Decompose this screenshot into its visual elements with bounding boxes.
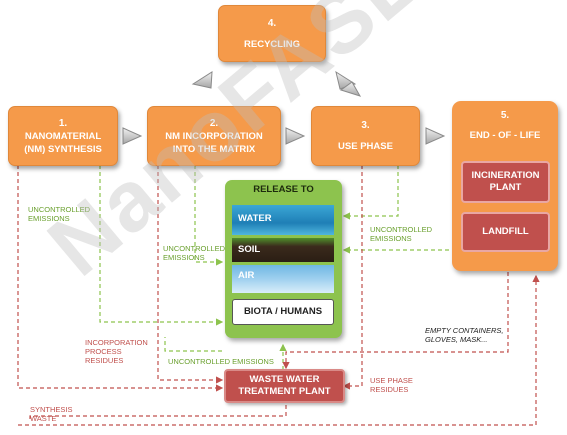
soil-compartment: SOIL [232,238,334,262]
soil-label: SOIL [238,244,261,255]
stage-incorporation: 2. NM INCORPORATION INTO THE MATRIX [147,106,281,166]
eol-label: END - OF - LIFE [469,130,541,141]
air-label: AIR [238,270,255,281]
incineration-plant-box: INCINERATION PLANT [461,161,550,203]
stage-synthesis: 1. NANOMATERIAL (NM) SYNTHESIS [8,106,118,166]
incorporation-label-line1: NM INCORPORATION [165,130,263,142]
biota-humans-label: BIOTA / HUMANS [243,306,323,317]
wwtp-line1: WASTE WATER [249,374,320,385]
wwtp-box: WASTE WATER TREATMENT PLANT [224,369,345,403]
label-line: RESIDUES [370,385,409,394]
label-line: WASTE [30,414,57,423]
use-phase-residues-label: USE PHASE RESIDUES [370,376,413,394]
synthesis-label-line2: (NM) SYNTHESIS [24,143,102,155]
recycling-number: 4. [267,17,277,29]
arrow-synthesis-to-incorporation [122,127,143,145]
label-line: UNCONTROLLED [163,244,226,253]
label-line: GLOVES, MASK... [425,335,488,344]
landfill-box: LANDFILL [461,212,550,252]
incineration-line1: INCINERATION [471,170,540,181]
water-label: WATER [238,213,272,224]
uncontrolled-emissions-label-middle: UNCONTROLLED EMISSIONS [163,244,225,262]
recycling-label: RECYCLING [244,38,300,50]
arrow-recycling-to-use [339,81,362,97]
uncontrolled-emissions-label-bottom: UNCONTROLLED EMISSIONS [168,357,274,366]
wwtp-line2: TREATMENT PLANT [238,386,331,397]
empty-containers-label: EMPTY CONTAINERS, GLOVES, MASK... [425,326,503,344]
incorporation-number: 2. [209,117,219,129]
use-label: USE PHASE [338,141,393,152]
air-compartment: AIR [232,265,334,293]
stage-recycling: 4. RECYCLING [218,5,326,62]
label-line: RESIDUES [85,356,124,365]
arrow-use-to-eol [425,127,446,145]
label-line: UNCONTROLLED [370,225,433,234]
label-line: USE PHASE [370,376,413,385]
uncontrolled-emissions-label-right: UNCONTROLLED EMISSIONS [370,225,432,243]
label-line: SYNTHESIS [30,405,73,414]
label-line: UNCONTROLLED [28,205,91,214]
biota-humans-box: BIOTA / HUMANS [232,299,334,325]
label-line: INCORPORATION [85,338,148,347]
label-line: EMPTY CONTAINERS, [425,326,504,335]
label-line: PROCESS [85,347,122,356]
use-number: 3. [361,120,370,131]
synthesis-number: 1. [58,117,68,129]
release-title: RELEASE TO [253,184,314,195]
eol-number: 5. [500,110,510,121]
synthesis-waste-label: SYNTHESIS WASTE [30,405,73,423]
label-line: EMISSIONS [163,253,205,262]
incorporation-label-line2: INTO THE MATRIX [172,143,256,155]
arrow-recycling-to-incorporation [191,71,213,89]
water-compartment: WATER [232,205,334,235]
incineration-line2: PLANT [489,182,522,193]
synthesis-label-line1: NANOMATERIAL [24,130,102,142]
uncontrolled-emissions-label-left: UNCONTROLLED EMISSIONS [28,205,90,223]
label-line: EMISSIONS [370,234,412,243]
arrow-incorporation-to-use [285,127,306,145]
stage-use: 3. USE PHASE [311,106,420,166]
label-line: EMISSIONS [28,214,70,223]
incorporation-residues-label: INCORPORATION PROCESS RESIDUES [85,338,148,365]
landfill-label: LANDFILL [482,226,529,237]
